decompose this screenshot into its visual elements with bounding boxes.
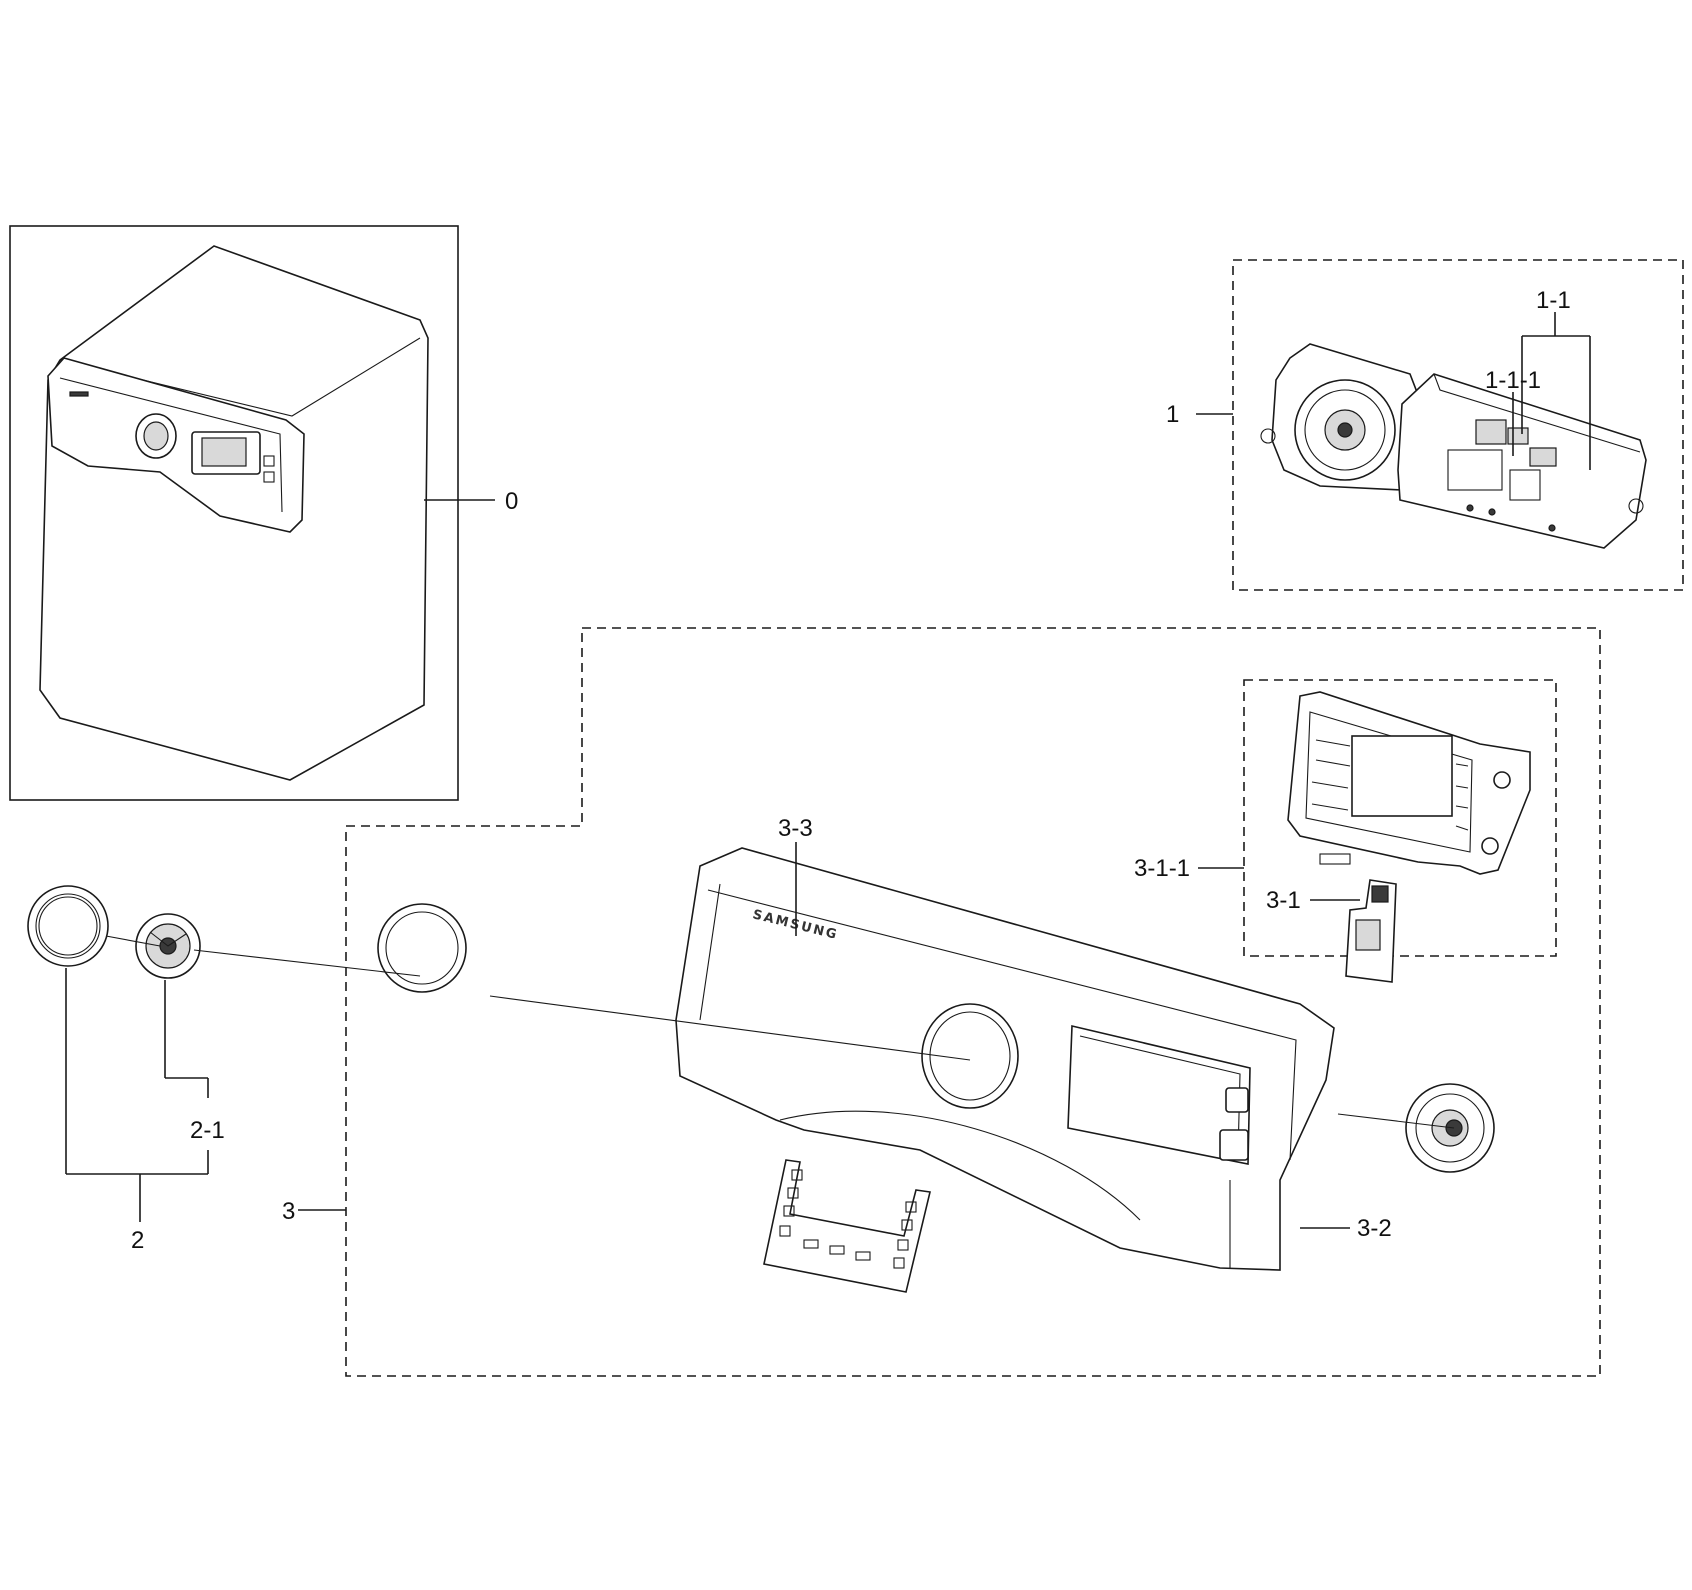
assembly-3-1-display: 3-1-1 3-1 bbox=[1134, 679, 1557, 983]
assembly-0-washer: 0 bbox=[9, 225, 518, 801]
callout-1: 1 bbox=[1166, 401, 1179, 428]
assembly-0-frame bbox=[9, 225, 459, 801]
assembly-3-1-frame bbox=[1243, 679, 1557, 957]
callout-3-1: 3-1 bbox=[1266, 887, 1301, 914]
assembly-1-frame bbox=[1232, 259, 1684, 591]
callout-3-1-1: 3-1-1 bbox=[1134, 855, 1190, 882]
callout-1-1-1: 1-1-1 bbox=[1485, 367, 1541, 394]
callout-1-1: 1-1 bbox=[1536, 287, 1571, 314]
callout-3-2: 3-2 bbox=[1357, 1215, 1392, 1242]
callout-2: 2 bbox=[131, 1227, 144, 1254]
callout-3-3: 3-3 bbox=[778, 815, 813, 842]
assembly-1-pcb: 1 1-1 1-1-1 bbox=[1166, 259, 1684, 591]
assembly-3-control-panel: 3 SAMSUNG 3-3 bbox=[282, 627, 1601, 1377]
callout-0: 0 bbox=[505, 488, 518, 515]
assembly-2-knob: 2-1 2 bbox=[27, 885, 421, 1254]
callout-2-1: 2-1 bbox=[190, 1117, 225, 1144]
assembly-3-frame bbox=[345, 627, 1601, 1377]
callout-3: 3 bbox=[282, 1198, 295, 1225]
